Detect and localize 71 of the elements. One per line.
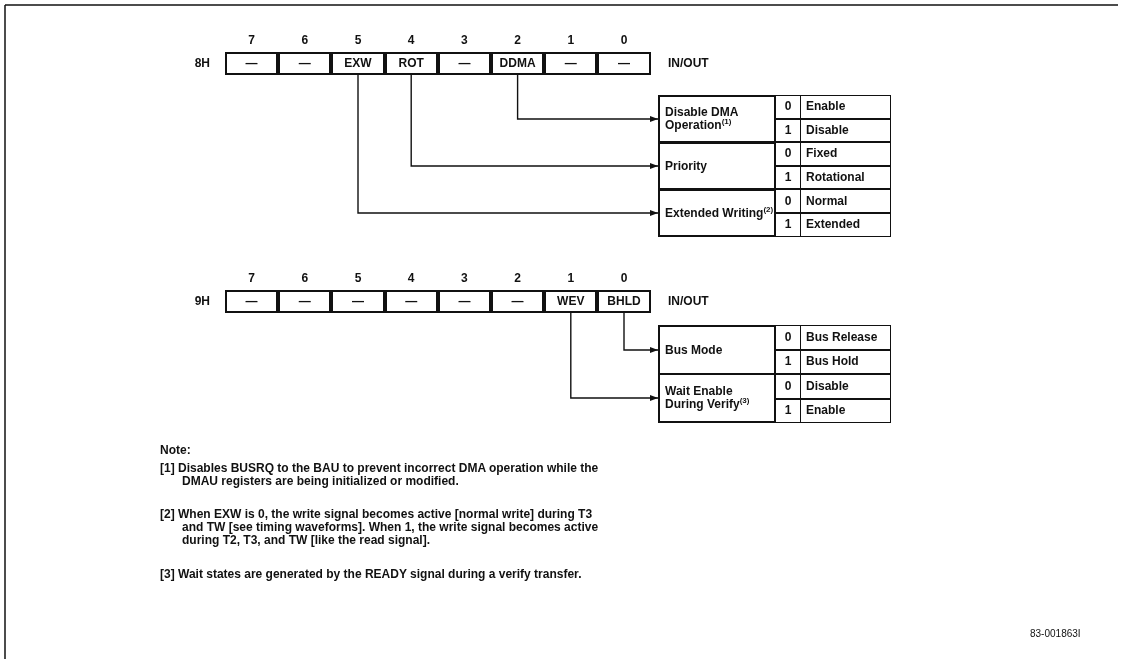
- register-bit-field: BHLD: [597, 290, 651, 313]
- bit-value-cell: 1: [775, 213, 801, 237]
- bit-value-cell: 0: [775, 374, 801, 399]
- register-address: 9H: [193, 295, 210, 309]
- register-bit-field: —: [225, 290, 279, 313]
- bit-value-cell: 1: [775, 349, 801, 374]
- bit-value-cell: 1: [775, 118, 801, 143]
- register-bit-field: —: [597, 52, 651, 75]
- setting-cell: Rotational: [800, 165, 891, 190]
- bit-value-cell: 0: [775, 189, 801, 213]
- bit-number: 4: [406, 272, 416, 286]
- bit-number: 0: [619, 272, 629, 286]
- setting-cell: Normal: [800, 189, 891, 213]
- setting-cell: Enable: [800, 95, 891, 119]
- register-bit-field: WEV: [544, 290, 598, 313]
- bit-number: 4: [406, 34, 416, 48]
- bit-number: 2: [513, 272, 522, 286]
- bit-number: 5: [353, 272, 363, 286]
- register-bit-field: EXW: [331, 52, 385, 75]
- setting-cell: Bus Hold: [800, 349, 891, 374]
- register-bit-field: ROT: [384, 52, 438, 75]
- bit-number: 1: [566, 34, 576, 48]
- register-bit-field: —: [225, 52, 279, 75]
- bit-number: 7: [247, 272, 256, 286]
- register-bit-field: —: [544, 52, 598, 75]
- bit-value-cell: 0: [775, 95, 801, 119]
- bit-value-cell: 0: [775, 325, 801, 350]
- setting-cell: Fixed: [800, 142, 891, 166]
- note-heading: Note:: [160, 444, 192, 458]
- figure-number: 83-001863I: [1030, 627, 1082, 641]
- setting-cell: Extended: [800, 213, 891, 237]
- arrow: [570, 312, 659, 401]
- bit-number: 3: [460, 34, 469, 48]
- direction-text: IN/OUT: [668, 57, 710, 71]
- function-name-cell: Priority: [658, 142, 776, 190]
- bit-value-cell: 0: [775, 142, 801, 166]
- arrow: [357, 74, 659, 216]
- bit-number: 6: [300, 34, 310, 48]
- register-bit-field: —: [437, 290, 491, 313]
- direction-text: IN/OUT: [668, 295, 710, 309]
- function-name-cell: Disable DMA Operation$^{(1)}$: [658, 95, 776, 143]
- register-address: 8H: [193, 57, 210, 71]
- register-bit-field: —: [491, 290, 545, 313]
- register-bit-field: —: [437, 52, 491, 75]
- register-bit-field: —: [384, 290, 438, 313]
- bit-number: 3: [460, 272, 469, 286]
- register-bit-field: —: [278, 52, 332, 75]
- register-bit-field: DDMA: [491, 52, 545, 75]
- bit-number: 7: [247, 34, 256, 48]
- register-bit-field: —: [278, 290, 332, 313]
- bit-value-cell: 1: [775, 165, 801, 190]
- bit-number: 5: [353, 34, 363, 48]
- bit-number: 2: [513, 34, 522, 48]
- footnote-text: [1] Disables BUSRQ to the BAU to prevent incorrect DMA operation while the DMAU registers are being initialized or modified.: [160, 462, 600, 490]
- bit-number: 0: [619, 34, 629, 48]
- setting-cell: Bus Release: [800, 325, 891, 350]
- setting-cell: Disable: [800, 374, 891, 399]
- footnote-text: [3] Wait states are generated by the READY signal during a verify transfer.: [160, 568, 583, 583]
- register-bit-field: —: [331, 290, 385, 313]
- arrow: [516, 74, 659, 122]
- bit-value-cell: 1: [775, 398, 801, 423]
- arrow: [410, 74, 659, 169]
- function-name-cell: Extended Writing$^{(2)}$: [658, 189, 776, 237]
- bit-number: 1: [566, 272, 576, 286]
- arrow: [623, 312, 659, 353]
- function-name-cell: Wait Enable During Verify$^{(3)}$: [658, 373, 776, 423]
- setting-cell: Enable: [800, 398, 891, 423]
- function-name-cell: Bus Mode: [658, 325, 776, 375]
- bit-number: 6: [300, 272, 310, 286]
- footnote-text: [2] When EXW is 0, the write signal becomes active [normal write] during T3 and TW [see timing waveforms]. When 1, the write signal becomes active during T2, T3, and TW [like the read signal].: [160, 508, 600, 549]
- setting-cell: Disable: [800, 118, 891, 143]
